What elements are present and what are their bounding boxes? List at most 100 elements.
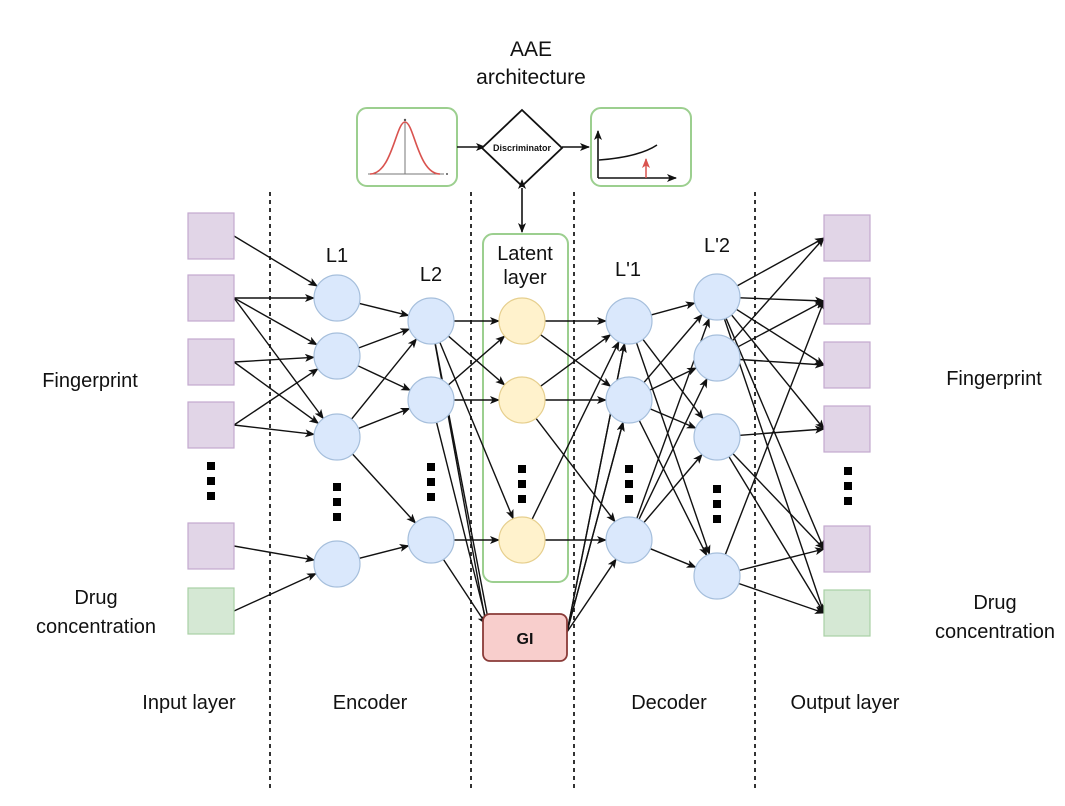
latent-layer-box — [482, 233, 569, 583]
edge-L1prime-L2prime — [643, 313, 703, 383]
latent-node — [498, 516, 546, 564]
edge-L2-GI — [442, 558, 487, 625]
ellipsis-square — [844, 467, 852, 475]
input-fingerprint-node — [187, 401, 235, 449]
ellipsis-square — [844, 482, 852, 490]
edge-input-L1 — [233, 235, 319, 287]
nodes — [187, 212, 871, 637]
ellipsis-square — [333, 483, 341, 491]
loss-box — [590, 107, 692, 187]
ellipsis-square — [427, 478, 435, 486]
latent-node — [498, 297, 546, 345]
edge-L1prime-L2prime — [643, 453, 703, 523]
edge-latent-L1prime — [540, 334, 612, 387]
encoder-L2-node — [407, 297, 455, 345]
edge-L2prime-output — [739, 425, 825, 436]
decoder-L2prime-node — [693, 552, 741, 600]
edge-input-L1 — [233, 353, 316, 363]
edge-input-L1 — [233, 297, 324, 420]
section-output-layer: Output layer — [791, 692, 900, 714]
loss-curve-icon — [594, 130, 677, 182]
layer-label-Lp2: L'2 — [704, 235, 730, 257]
edge-GI-L1prime — [566, 421, 625, 633]
ellipsis-square — [713, 515, 721, 523]
edge-L1-L2 — [358, 328, 411, 349]
left-drug-label-1: Drug — [74, 587, 117, 609]
ellipsis-square — [625, 495, 633, 503]
encoder-L1-node — [313, 332, 361, 380]
ellipsis-square — [625, 480, 633, 488]
input-fingerprint-node — [187, 338, 235, 386]
layer-label-Lp1: L'1 — [615, 259, 641, 281]
ellipsis-square — [518, 495, 526, 503]
left-fingerprint-label: Fingerprint — [42, 370, 138, 392]
decoder-L1prime-node — [605, 297, 653, 345]
edge-L2prime-output — [723, 318, 825, 614]
ellipsis-square — [518, 480, 526, 488]
decoder-L1prime-node — [605, 516, 653, 564]
edge-L1-L2 — [359, 544, 410, 559]
input-fingerprint-node — [187, 522, 235, 570]
edge-L1-L2 — [351, 453, 417, 524]
edge-L2prime-output — [730, 314, 825, 430]
title-line-1: AAE — [510, 38, 552, 61]
edge-input-L1 — [233, 572, 317, 612]
ellipsis-square — [427, 463, 435, 471]
edge-L2prime-output — [731, 237, 825, 342]
edge-L1prime-L2prime — [649, 367, 698, 391]
ellipsis-markers — [207, 462, 852, 523]
decoder-L2prime-node — [693, 273, 741, 321]
output-fingerprint-node — [823, 277, 871, 325]
encoder-L2-node — [407, 516, 455, 564]
decoder-L2prime-node — [693, 413, 741, 461]
decoder-L1prime-node — [605, 376, 653, 424]
layer-label-L1: L1 — [326, 245, 348, 267]
right-fingerprint-label: Fingerprint — [946, 368, 1042, 390]
latent-layer-label-1: Latent — [497, 243, 553, 265]
edge-input-L1 — [233, 361, 320, 425]
ellipsis-square — [625, 465, 633, 473]
edge-L1prime-L2prime — [650, 548, 697, 568]
edge-L1prime-L2prime — [638, 377, 708, 520]
ellipsis-square — [844, 497, 852, 505]
right-drug-label-1: Drug — [973, 592, 1016, 614]
edge-L2prime-output — [728, 456, 825, 614]
section-decoder: Decoder — [631, 692, 707, 714]
output-drug-concentration-node — [823, 589, 871, 637]
latent-layer-label-2: layer — [503, 267, 547, 289]
edge-latent-L1prime — [531, 340, 620, 520]
left-drug-label-2: concentration — [36, 616, 156, 638]
ellipsis-square — [713, 500, 721, 508]
edge-L2prime-output — [724, 300, 825, 555]
aae-panel: Discriminator — [356, 107, 692, 233]
encoder-L1-node — [313, 540, 361, 588]
encoder-L1-node — [313, 274, 361, 322]
section-input-layer: Input layer — [142, 692, 236, 714]
input-drug-concentration-node — [187, 587, 235, 635]
ellipsis-square — [207, 477, 215, 485]
edge-L2-GI — [435, 422, 489, 625]
output-fingerprint-node — [823, 405, 871, 453]
ellipsis-square — [713, 485, 721, 493]
input-fingerprint-node — [187, 274, 235, 322]
latent-node — [498, 376, 546, 424]
edge-L2-latent — [447, 335, 506, 386]
ellipsis-square — [333, 498, 341, 506]
edge-L2prime-output — [736, 300, 825, 348]
right-drug-label-2: concentration — [935, 621, 1055, 643]
discriminator-label: Discriminator — [493, 143, 552, 153]
output-fingerprint-node — [823, 525, 871, 573]
edge-L1-L2 — [359, 302, 410, 318]
edge-L2prime-output — [739, 547, 825, 572]
edge-input-L1 — [233, 297, 318, 346]
edge-L2prime-output — [725, 317, 825, 550]
output-fingerprint-node — [823, 341, 871, 389]
layer-label-L2: L2 — [420, 264, 442, 286]
edge-L2prime-output — [736, 237, 825, 287]
ellipsis-square — [207, 462, 215, 470]
edge-L2prime-output — [739, 296, 825, 305]
edge-input-L1 — [233, 424, 316, 438]
output-fingerprint-node — [823, 214, 871, 262]
edge-L2prime-output — [732, 453, 825, 550]
encoder-L2-node — [407, 376, 455, 424]
